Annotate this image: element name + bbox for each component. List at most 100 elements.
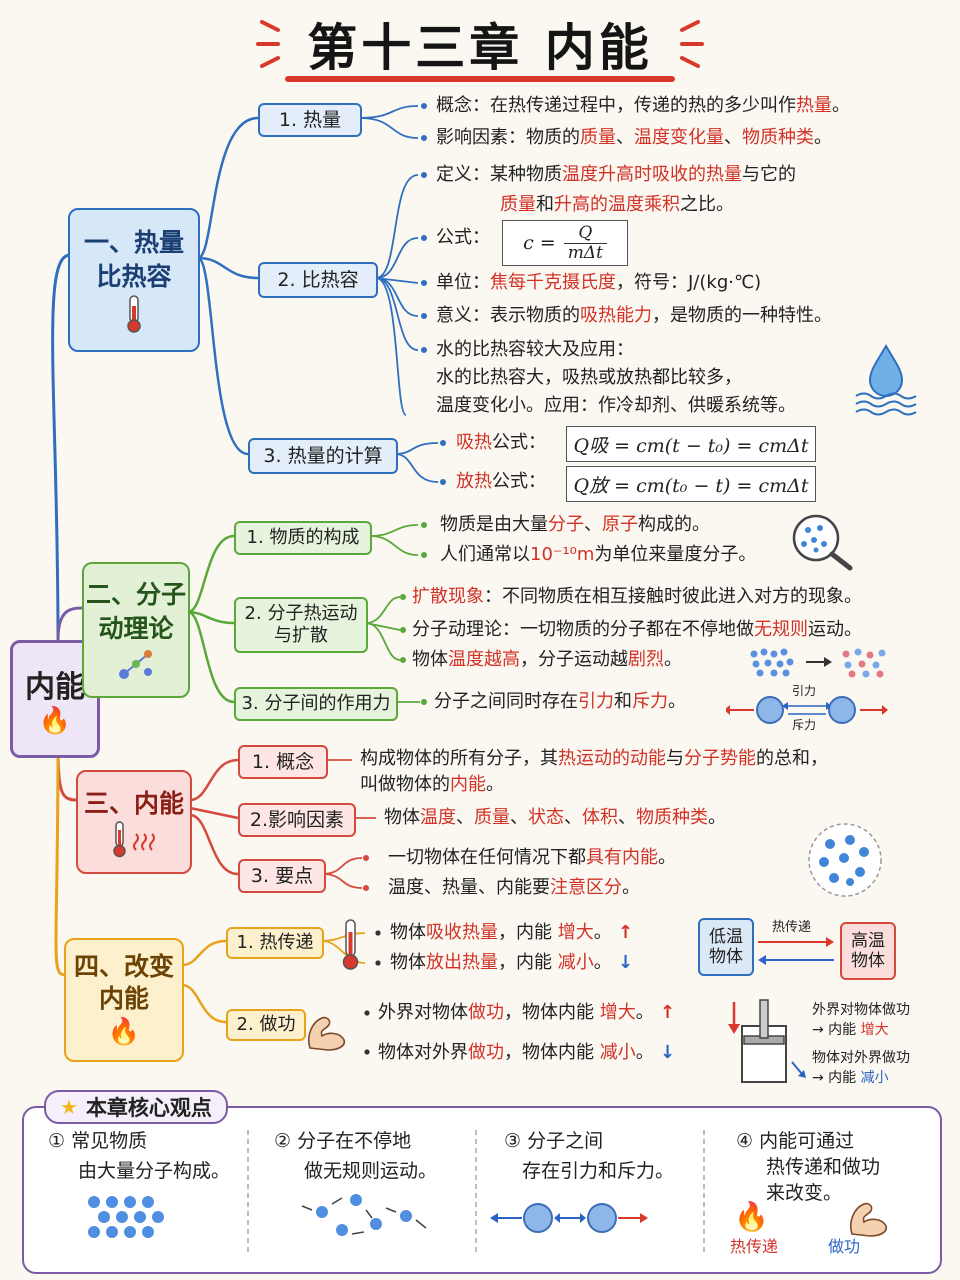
section-2-title-line1: 二、分子 — [85, 580, 186, 609]
core-label-work: 做功 — [828, 1237, 861, 1256]
core-item-1-line2: 由大量分子构成。 — [78, 1160, 231, 1182]
water-line2: 水的比热容大，吸热或放热都比较多， — [436, 367, 742, 388]
core-muscle-icon — [849, 1202, 888, 1237]
internal-energy-factors: 物体温度、质量、状态、体积、物质种类。 — [384, 807, 726, 828]
specific-heat-unit: 单位：焦每千克摄氏度，符号：J/(kg·℃) — [436, 272, 762, 293]
core-item-4-line3: 来改变。 — [766, 1182, 843, 1204]
diffusion-diagram — [750, 648, 886, 678]
absorb-formula: Q吸 = cm(t − t₀) = cmΔt — [566, 426, 816, 462]
sub-work: 2. 做功 — [226, 1009, 306, 1041]
thermometer-icon — [127, 295, 141, 333]
thermometer-heat-icon — [113, 821, 155, 858]
force-item: 分子之间同时存在引力和斥力。 — [434, 691, 686, 712]
section-1-node: 一、热量 比热容 — [68, 208, 200, 352]
temperature-item: 物体温度越高，分子运动越剧烈。 — [412, 649, 682, 670]
force-diagram — [726, 696, 888, 724]
section-1-title-line2: 比热容 — [96, 262, 172, 291]
low-temp-box: 低温物体 — [698, 918, 754, 976]
note-object-does-work-line1: 物体对外界做功 — [812, 1050, 910, 1066]
heat-concept: 概念：在热传递过程中，传递的热的多少叫作热量。 — [436, 95, 850, 116]
sub-matter-composition: 1. 物质的构成 — [234, 521, 372, 555]
section-2-node: 二、分子 动理论 — [82, 562, 190, 698]
random-motion-icon — [301, 1194, 427, 1236]
diffusion-item: 扩散现象：不同物质在相互接触时彼此进入对方的现象。 — [412, 586, 862, 607]
fire-icon: 🔥 — [38, 706, 72, 736]
release-label: 放热公式： — [456, 471, 546, 492]
thermometer-small-icon — [342, 919, 359, 970]
title-decoration-left — [256, 20, 280, 68]
many-molecules-icon — [88, 1196, 164, 1238]
internal-energy-def-line2: 叫做物体的内能。 — [360, 774, 504, 795]
sub-factors: 2.影响因素 — [238, 803, 356, 837]
molecules-circle-icon — [808, 823, 882, 897]
water-drop-icon — [855, 343, 917, 416]
note-object-does-work-line2: → 内能 减小 — [812, 1070, 889, 1086]
section-4-title-line1: 四、改变 — [73, 952, 174, 981]
matter-item-2: 人们通常以10⁻¹⁰m为单位来量度分子。 — [440, 544, 757, 565]
core-label-heat-transfer: 热传递 — [730, 1237, 779, 1256]
sub-concept: 1. 概念 — [238, 745, 328, 779]
specific-heat-def-line1: 定义：某种物质温度升高时吸收的热量与它的 — [436, 164, 796, 185]
root-label: 内能 — [25, 670, 85, 705]
sub-heat: 1. 热量 — [258, 103, 362, 137]
core-item-2-line1: ② 分子在不停地 — [274, 1130, 412, 1152]
core-item-3-line2: 存在引力和斥力。 — [522, 1160, 675, 1182]
note-work-on-object-line1: 外界对物体做功 — [812, 1002, 910, 1018]
water-line3: 温度变化小。应用：作冷却剂、供暖系统等。 — [436, 395, 796, 416]
flame-icon: 🔥 — [107, 1017, 141, 1047]
water-line1: 水的比热容较大及应用： — [436, 339, 634, 360]
title-underline — [285, 76, 675, 82]
sub-heat-transfer: 1. 热传递 — [226, 927, 324, 959]
sub-intermolecular-force: 3. 分子间的作用力 — [234, 687, 398, 721]
title-decoration-right — [680, 20, 704, 68]
internal-energy-def-line1: 构成物体的所有分子，其热运动的动能与分子势能的总和， — [360, 748, 828, 769]
core-title-tag: ★ 本章核心观点 — [44, 1090, 228, 1124]
key-point-1: 一切物体在任何情况下都具有内能。 — [388, 847, 676, 868]
absorb-label: 吸热公式： — [456, 432, 546, 453]
specific-heat-meaning: 意义：表示物质的吸热能力，是物质的一种特性。 — [436, 305, 832, 326]
section-2-title-line2: 动理论 — [98, 614, 174, 643]
release-heat-item: 物体放出热量，内能 减小。 ↓ — [390, 952, 634, 973]
core-flame-icon: 🔥 — [734, 1200, 769, 1233]
specific-heat-def-line2: 质量和升高的温度乘积之比。 — [500, 194, 734, 215]
force-repel-label: 斥力 — [792, 718, 817, 732]
attract-repel-icon — [490, 1203, 648, 1233]
core-item-4-line1: ④ 内能可通过 — [736, 1130, 855, 1152]
high-temp-box: 高温物体 — [840, 922, 896, 980]
molecule-icon — [119, 650, 152, 679]
work-on-object-item: 外界对物体做功，物体内能 增大。 ↑ — [378, 1002, 676, 1023]
specific-heat-formula: c = Q mΔt — [502, 220, 628, 266]
core-item-3-line1: ③ 分子之间 — [504, 1130, 604, 1152]
magnifier-icon — [792, 514, 853, 571]
force-attract-label: 引力 — [792, 684, 817, 698]
matter-item-1: 物质是由大量分子、原子构成的。 — [440, 514, 710, 535]
heat-factors: 影响因素：物质的质量、温度变化量、物质种类。 — [436, 127, 832, 148]
key-point-2: 温度、热量、内能要注意区分。 — [388, 877, 640, 898]
transfer-arrows — [758, 937, 834, 965]
release-formula: Q放 = cm(t₀ − t) = cmΔt — [566, 466, 816, 502]
transfer-label: 热传递 — [772, 920, 812, 935]
core-item-1-line1: ① 常见物质 — [48, 1130, 148, 1152]
absorb-heat-item: 物体吸收热量，内能 增大。 ↑ — [390, 922, 634, 943]
section-1-title-line1: 一、热量 — [83, 228, 184, 257]
star-icon: ★ — [60, 1095, 78, 1119]
sub-key-points: 3. 要点 — [238, 859, 326, 893]
core-box — [22, 1106, 942, 1274]
sub-specific-heat: 2. 比热容 — [258, 262, 378, 298]
page-title: 第十三章 内能 — [307, 19, 653, 77]
sub-heat-calc: 3. 热量的计算 — [248, 438, 398, 474]
formula-label: 公式： — [436, 227, 490, 248]
section-3-title: 三、内能 — [83, 789, 184, 818]
section-3-node: 三、内能 — [76, 770, 192, 874]
section-4-node: 四、改变 内能 🔥 — [64, 938, 184, 1062]
core-title: 本章核心观点 — [85, 1096, 212, 1120]
kinetic-theory-item: 分子动理论：一切物质的分子都在不停地做无规则运动。 — [412, 619, 862, 640]
note-work-on-object-line2: → 内能 增大 — [812, 1022, 889, 1038]
section-4-title-line2: 内能 — [98, 984, 149, 1013]
object-does-work-item: 物体对外界做功，物体内能 减小。 ↓ — [378, 1042, 676, 1063]
core-item-4-line2: 热传递和做功 — [766, 1156, 881, 1178]
core-item-2-line2: 做无规则运动。 — [304, 1160, 438, 1182]
sub-thermal-motion: 2. 分子热运动与扩散 — [234, 597, 368, 653]
